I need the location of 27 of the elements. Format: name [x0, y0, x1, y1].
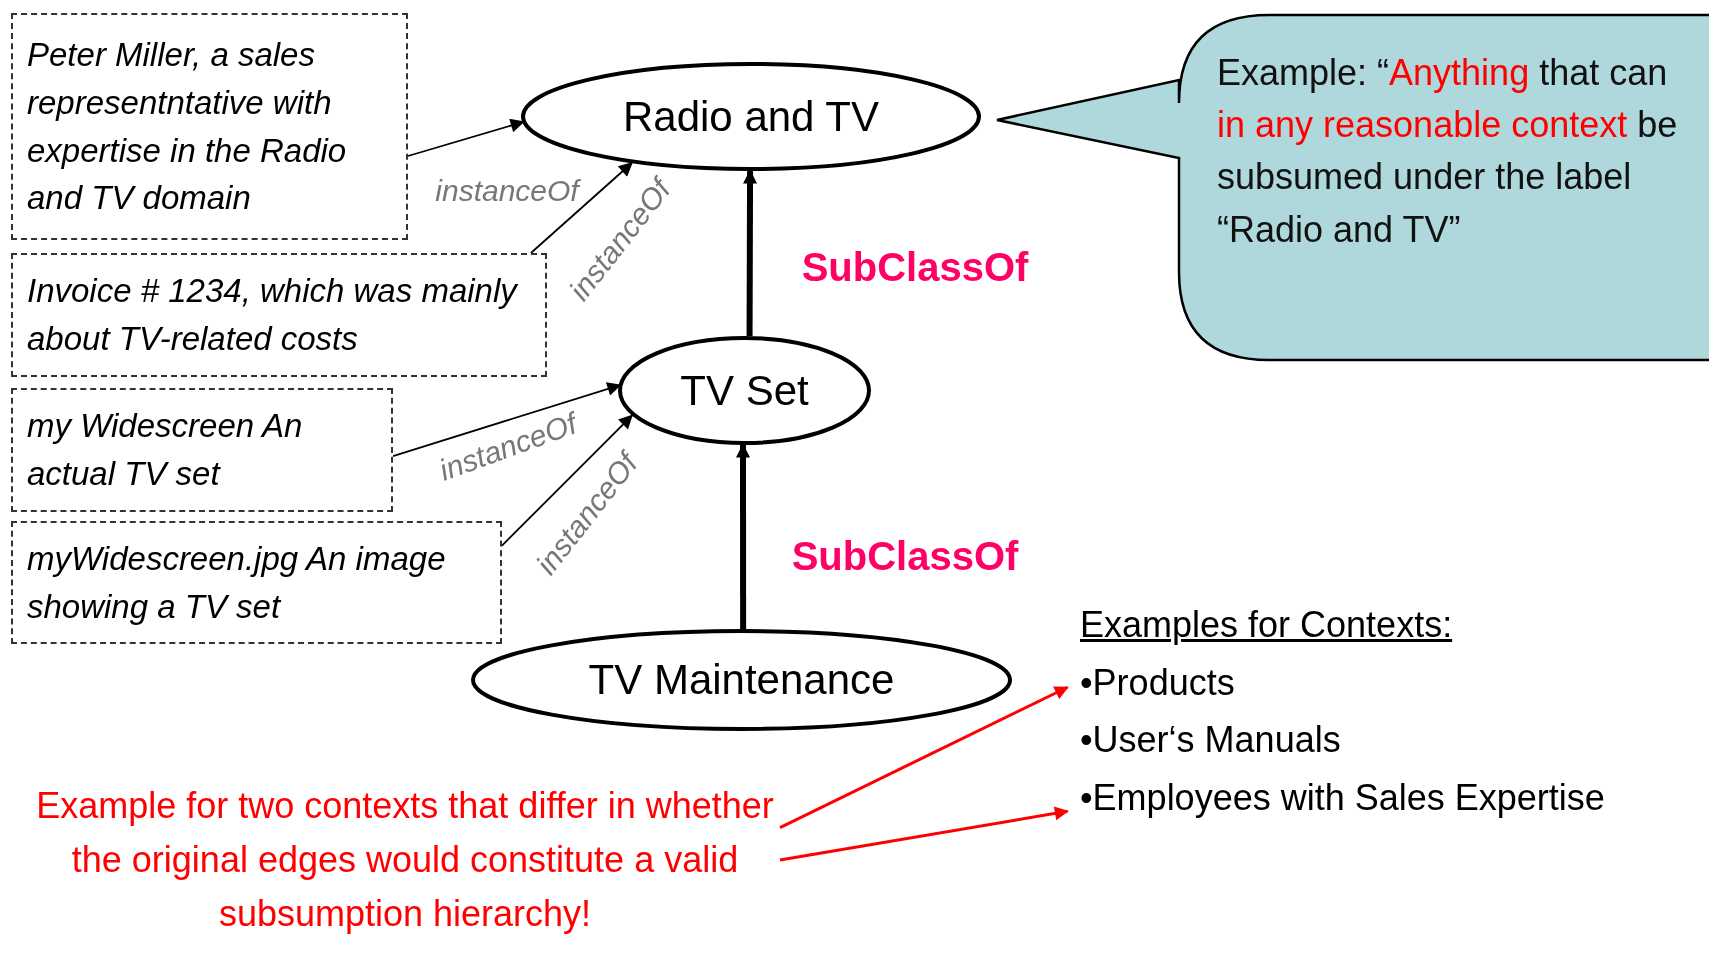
instance-box	[11, 388, 393, 512]
bullet-item: •Employees with Sales Expertise	[1080, 775, 1606, 820]
note-text: Example for two contexts that differ in whether the original edges would constitute a valid subsumption hierarchy!	[35, 784, 775, 936]
class-ellipse	[618, 336, 871, 445]
instance-text: myWidescreen.jpg An image showing a TV set	[27, 538, 447, 627]
instance-box	[11, 13, 408, 240]
bubble-text: Example: “Anything that can in any reasonable context be subsumed under the label “Radio and TV”	[1217, 51, 1679, 252]
instance-text: Peter Miller, a sales representntative with expertise in the Radio and TV domain	[27, 34, 348, 219]
arrow	[779, 685, 1069, 829]
instance-box	[11, 253, 547, 377]
class-label: TV Set	[680, 366, 809, 415]
class-label: TV Maintenance	[588, 656, 895, 704]
bullet-item: •Products	[1080, 660, 1236, 705]
arrow	[743, 169, 758, 336]
arrow	[501, 414, 633, 547]
class-ellipse	[471, 629, 1012, 731]
arrow	[736, 443, 750, 629]
instance-text: my Widescreen An actual TV set	[27, 406, 304, 494]
class-ellipse	[521, 62, 981, 171]
instance-box	[11, 521, 502, 644]
bullet-item: •User‘s Manuals	[1080, 718, 1342, 763]
arrow	[779, 806, 1069, 862]
class-label: Radio and TV	[622, 92, 880, 141]
instance-text: Invoice # 1234, which was mainly about TV-related costs	[27, 271, 519, 359]
arrow	[530, 162, 633, 254]
list-heading: Examples for Contexts:	[1080, 603, 1454, 647]
arrow	[407, 118, 525, 157]
